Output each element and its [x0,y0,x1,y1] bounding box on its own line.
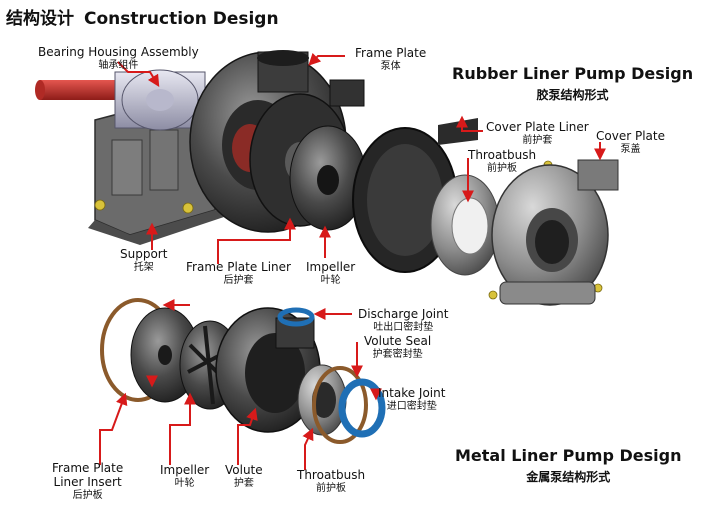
label-intake-joint-zh: 进口密封垫 [386,401,437,412]
page-title: 结构设计 Construction Design [6,4,289,29]
label-cover-plate-zh: 泵盖 [620,144,641,155]
label-volute-en: Volute [225,463,263,477]
rubber-section-heading: Rubber Liner Pump Design 胶泵结构形式 [452,64,693,103]
label-impeller-top-en: Impeller [306,260,356,274]
label-fpli-zh: 后护板 [72,490,103,501]
label-discharge-joint-zh: 吐出口密封垫 [373,322,434,333]
label-impeller-bottom-zh: 叶轮 [174,478,195,489]
cover-plate-liner [352,118,478,273]
label-impeller-bottom: Impeller 叶轮 [160,463,209,491]
label-discharge-joint-en: Discharge Joint [358,307,449,321]
label-discharge-joint: Discharge Joint 吐出口密封垫 [358,307,448,335]
title-en: Construction Design [84,9,279,29]
label-frame-plate-liner: Frame Plate Liner 后护套 [186,260,291,288]
label-frame-plate-liner-zh: 后护套 [223,275,254,286]
label-impeller-top-zh: 叶轮 [320,275,341,286]
title-zh: 结构设计 [6,9,74,29]
label-volute-seal-zh: 护套密封垫 [372,349,423,360]
metal-heading-zh: 金属泵结构形式 [526,470,611,484]
label-support-zh: 托架 [133,262,154,273]
label-volute-seal: Volute Seal 护套密封垫 [364,334,431,362]
label-support-en: Support [120,247,168,261]
label-impeller-bottom-en: Impeller [160,463,210,477]
label-intake-joint: Intake Joint 进口密封垫 [378,386,445,414]
metal-heading-en: Metal Liner Pump Design [455,446,682,465]
label-frame-plate-en: Frame Plate [355,46,427,60]
label-throatbush-bottom-zh: 前护板 [316,483,347,494]
label-frame-plate-zh: 泵体 [380,61,401,72]
label-intake-joint-en: Intake Joint [378,386,446,400]
label-support: Support 托架 [120,247,167,275]
label-throatbush-bottom-en: Throatbush [297,468,366,482]
label-throatbush-top-en: Throatbush [468,148,537,162]
label-cover-plate-en: Cover Plate [596,129,665,143]
label-throatbush-top: Throatbush 前护板 [468,148,536,176]
discharge-joint [277,307,315,327]
label-fpli-en2: Liner Insert [53,475,122,489]
label-cover-plate-liner-en: Cover Plate Liner [486,120,589,134]
label-volute-seal-en: Volute Seal [364,334,432,348]
label-frame-plate-liner-en: Frame Plate Liner [186,260,291,274]
throatbush-top [430,174,500,276]
label-frame-plate: Frame Plate 泵体 [355,46,426,74]
label-throatbush-bottom: Throatbush 前护板 [297,468,365,496]
label-impeller-top: Impeller 叶轮 [306,260,355,288]
label-volute-zh: 护套 [233,478,254,489]
intake-joint [338,378,386,438]
label-throatbush-top-zh: 前护板 [487,163,518,174]
cover-plate [491,159,619,306]
label-cover-plate: Cover Plate 泵盖 [596,129,665,157]
rubber-heading-zh: 胶泵结构形式 [536,88,609,102]
label-fpli-en: Frame Plate [52,461,124,475]
label-volute: Volute 护套 [225,463,263,491]
label-cover-plate-liner-zh: 前护套 [522,135,553,146]
label-bearing-housing-en: Bearing Housing Assembly [38,45,199,59]
label-bearing-housing-zh: 轴承组件 [98,60,139,71]
throatbush-bottom [297,364,347,436]
label-frame-plate-liner-insert: Frame Plate Liner Insert 后护板 [52,461,123,503]
label-cover-plate-liner: Cover Plate Liner 前护套 [486,120,589,148]
leader-lines [99,52,606,470]
label-bearing-housing: Bearing Housing Assembly 轴承组件 [38,45,199,73]
volute-seal [312,366,368,444]
metal-section-heading: Metal Liner Pump Design 金属泵结构形式 [455,446,681,485]
rubber-heading-en: Rubber Liner Pump Design [452,64,694,83]
